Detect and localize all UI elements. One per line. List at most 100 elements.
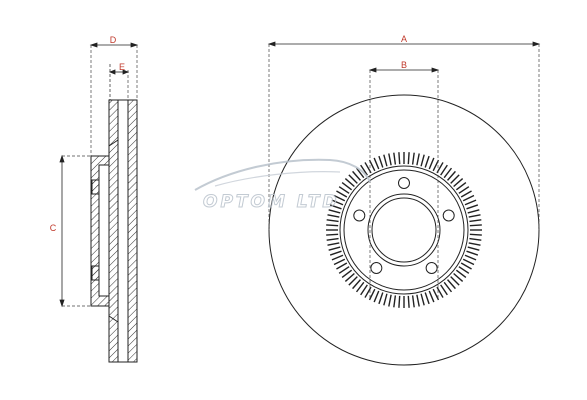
disc-outer-edge: [268, 94, 540, 366]
tone-ring-tooth: [432, 159, 440, 172]
tone-ring-tooth: [440, 164, 448, 176]
tone-ring-tooth: [466, 204, 479, 210]
tone-ring-tooth: [460, 190, 472, 198]
tone-ring-tooth: [328, 209, 341, 214]
tone-ring-tooth: [328, 246, 341, 251]
tone-ring-tooth: [464, 254, 477, 261]
hat-section: [90, 155, 110, 307]
center-bore-inner: [371, 197, 437, 263]
tone-ring-tooth: [424, 292, 430, 305]
tone-ring-tooth: [329, 204, 342, 210]
tone-ring-tooth: [393, 152, 397, 165]
watermark-car-swoosh: [194, 158, 371, 191]
dimension-c-label: C: [50, 223, 57, 233]
inner-friction-ring: [127, 99, 138, 363]
watermark-logo: OPTOM LTD: [194, 158, 371, 213]
tone-ring-tooth: [467, 246, 480, 251]
tone-ring-tooth: [458, 266, 470, 274]
tone-ring-tooth: [446, 279, 456, 290]
tone-ring-tooth: [416, 153, 420, 166]
tone-ring-tooth: [464, 199, 477, 206]
dimension-b: [368, 67, 440, 73]
tone-ring-tooth: [338, 266, 350, 274]
tone-ring-tooth: [388, 153, 392, 166]
tone-ring-tooth: [331, 199, 344, 206]
tone-ring-tooth: [446, 170, 456, 181]
bolt-hole: [425, 262, 438, 275]
tone-ring-tooth: [453, 272, 464, 282]
side-view-extension-lines: [62, 45, 138, 307]
tone-ring-tooth: [432, 288, 440, 301]
bolt-hole: [398, 177, 410, 189]
dimension-e: [108, 64, 130, 100]
tone-ring-tooth: [348, 276, 358, 286]
dimension-e-label: E: [119, 62, 125, 72]
tone-ring-tooth: [469, 219, 482, 223]
tone-ring-tooth: [348, 174, 358, 184]
tone-ring-tooth: [341, 269, 353, 279]
tone-ring-tooth: [364, 286, 372, 298]
tone-ring-inner: [339, 165, 469, 295]
tone-ring-tooth: [360, 164, 368, 176]
bolt-hole: [370, 262, 383, 275]
tone-ring-tooth: [326, 224, 339, 227]
tone-ring-tooth: [466, 250, 479, 256]
tone-ring-tooth: [360, 284, 368, 296]
tone-ring-tooth: [411, 152, 415, 165]
tone-ring-tooth: [460, 262, 472, 270]
tone-ring-tooth: [468, 242, 481, 246]
tone-ring-tooth: [450, 276, 460, 286]
tone-ring-tooth: [336, 190, 348, 198]
tone-ring-tooth: [420, 154, 425, 167]
tone-ring: [326, 152, 482, 308]
tone-ring-tooth: [462, 194, 475, 202]
tone-ring-tooth: [368, 288, 376, 301]
tone-ring-tooth: [333, 194, 346, 202]
tone-ring-tooth: [355, 281, 365, 293]
dimension-c: [59, 154, 65, 308]
tone-ring-tooth: [368, 159, 376, 172]
tone-ring-tooth: [355, 167, 365, 179]
tone-ring-tooth: [440, 284, 448, 296]
center-bore-outer: [367, 193, 441, 267]
tone-ring-tooth: [398, 152, 401, 165]
tone-ring-tooth: [469, 233, 482, 236]
tone-ring-tooth: [443, 167, 453, 179]
outer-friction-ring: [108, 99, 119, 363]
hub-face: [343, 169, 465, 291]
tone-ring-tooth: [344, 272, 355, 282]
tone-ring-tooth: [469, 237, 482, 241]
tone-ring-tooth: [428, 157, 435, 170]
tone-ring-tooth: [411, 295, 415, 308]
tone-ring-tooth: [373, 157, 380, 170]
tone-ring-tooth: [393, 295, 397, 308]
tone-ring-tooth: [467, 209, 480, 214]
tone-ring-tooth: [453, 178, 464, 188]
tone-ring-tooth: [424, 155, 430, 168]
tone-ring-tooth: [450, 174, 460, 184]
watermark-text: OPTOM LTD: [203, 192, 340, 212]
tone-ring-tooth: [388, 294, 392, 307]
tone-ring-tooth: [468, 214, 481, 218]
dimension-d: [89, 42, 139, 48]
tone-ring-tooth: [383, 293, 388, 306]
front-view-extension-lines: [268, 44, 540, 300]
bolt-hole: [353, 209, 366, 222]
tone-ring-tooth: [344, 178, 355, 188]
tone-ring-tooth: [458, 186, 470, 194]
dimension-b-label: B: [401, 60, 407, 70]
tone-ring-tooth: [352, 279, 362, 290]
tone-ring-tooth: [331, 254, 344, 261]
dimension-a-label: A: [401, 34, 407, 44]
tone-ring-tooth: [416, 294, 420, 307]
dimension-a: [267, 41, 541, 47]
tone-ring-tooth: [338, 186, 350, 194]
tone-ring-tooth: [469, 224, 482, 227]
tone-ring-tooth: [398, 295, 401, 308]
tone-ring-tooth: [436, 286, 444, 298]
tone-ring-tooth: [378, 292, 384, 305]
side-section-view: [90, 99, 138, 363]
bolt-holes: [353, 177, 455, 275]
tone-ring-tooth: [443, 281, 453, 293]
